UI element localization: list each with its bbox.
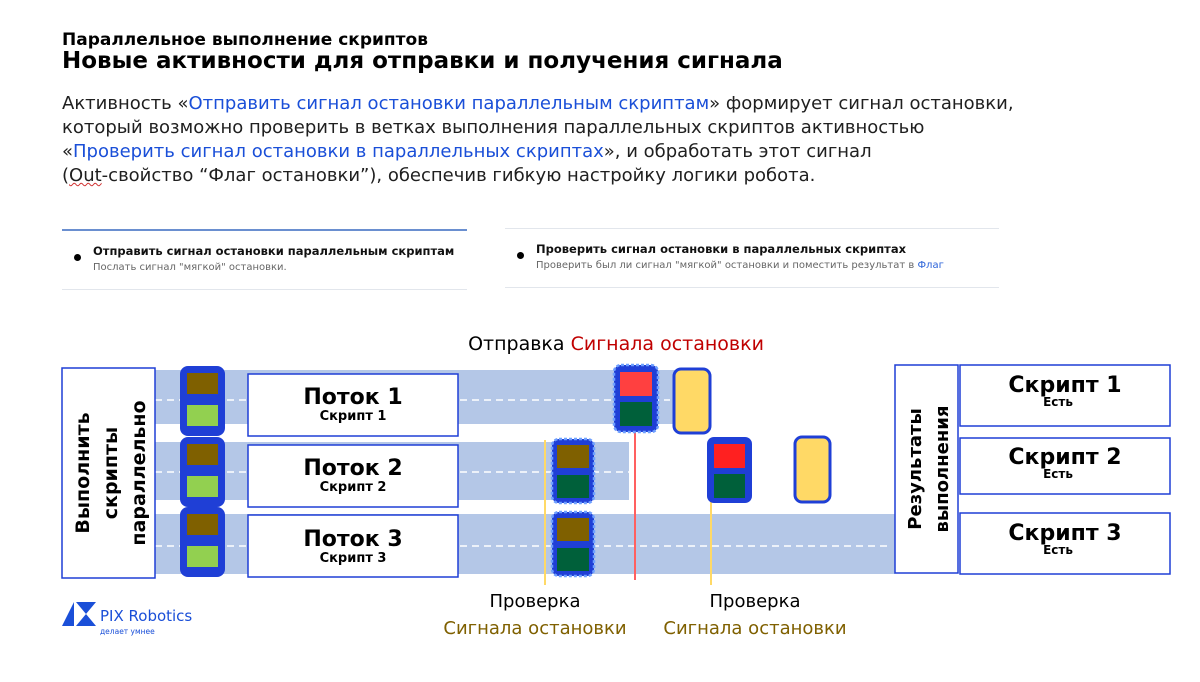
run-parallel-line-2: скрипты — [100, 427, 122, 519]
stream-1-name: Поток 1 — [303, 385, 402, 410]
check-label-2-line-1: Проверка — [710, 591, 801, 612]
brand-name: PIX Robotics — [100, 607, 193, 625]
bullet-icon — [74, 254, 81, 261]
result-script-1 — [959, 364, 1171, 427]
stop-token-stream-2 — [793, 435, 832, 504]
description-line-1: Активность «Отправить сигнал остановки п… — [62, 93, 1014, 114]
slide-title: Новые активности для отправки и получени… — [62, 48, 783, 74]
result-script-3 — [959, 512, 1171, 575]
description-line-3: «Проверить сигнал остановки в параллельн… — [62, 141, 872, 162]
activity-card-send[interactable]: Отправить сигнал остановки параллельным … — [62, 229, 467, 290]
result-3-status: Есть — [1043, 543, 1073, 557]
description: Активность «Отправить сигнал остановки п… — [62, 92, 1172, 188]
stream-3-box — [247, 514, 459, 578]
check-label-1-line-2: Сигнала остановки — [443, 618, 626, 639]
stream-3-name: Поток 3 — [303, 527, 402, 552]
send-signal-label: Отправка Сигнала остановки — [468, 333, 764, 355]
stream-2-script: Скрипт 2 — [320, 480, 387, 495]
results-line-2: выполнения — [932, 406, 953, 533]
activity-subtitle: Послать сигнал "мягкой" остановки. — [93, 262, 287, 273]
run-parallel-line-1: Выполнить — [72, 412, 94, 533]
check-label-1-line-1: Проверка — [490, 591, 581, 612]
brand-logo: PIX Robotics делает умнее — [62, 602, 192, 636]
result-2-status: Есть — [1043, 467, 1073, 481]
result-script-2 — [959, 437, 1171, 495]
activity-card-check[interactable]: Проверить сигнал остановки в параллельны… — [505, 228, 999, 288]
stop-token-stream-1 — [672, 367, 712, 435]
activity-title: Отправить сигнал остановки параллельным … — [93, 244, 455, 258]
stream-1-box — [247, 373, 459, 437]
brand-tagline: делает умнее — [100, 627, 155, 636]
results-box — [894, 364, 959, 574]
activity-subtitle: Проверить был ли сигнал "мягкой" останов… — [536, 260, 944, 271]
stream-1-script: Скрипт 1 — [320, 409, 387, 424]
send-activity-link[interactable]: Отправить сигнал остановки параллельным … — [188, 93, 710, 114]
activity-title: Проверить сигнал остановки в параллельны… — [536, 242, 906, 256]
description-line-4: (Out-свойство “Флаг остановки”), обеспеч… — [62, 165, 816, 186]
out-term: Out — [69, 165, 102, 186]
flag-link[interactable]: Флаг — [917, 260, 944, 271]
pix-logo-icon — [62, 602, 96, 626]
results-line-1: Результаты — [905, 408, 926, 529]
check-label-2-line-2: Сигнала остановки — [663, 618, 846, 639]
stream-2-name: Поток 2 — [303, 456, 402, 481]
slide-subtitle: Параллельное выполнение скриптов — [62, 30, 428, 50]
stream-3-script: Скрипт 3 — [320, 551, 387, 566]
check-activity-link[interactable]: Проверить сигнал остановки в параллельны… — [73, 141, 604, 162]
result-3-name: Скрипт 3 — [1008, 521, 1121, 546]
run-parallel-box — [61, 367, 156, 579]
bullet-icon — [517, 252, 524, 259]
stream-2-box — [247, 444, 459, 508]
result-1-name: Скрипт 1 — [1008, 373, 1121, 398]
run-parallel-line-3: параллельно — [128, 400, 150, 545]
result-2-name: Скрипт 2 — [1008, 445, 1121, 470]
result-1-status: Есть — [1043, 395, 1073, 409]
description-line-2: который возможно проверить в ветках выпо… — [62, 117, 925, 138]
